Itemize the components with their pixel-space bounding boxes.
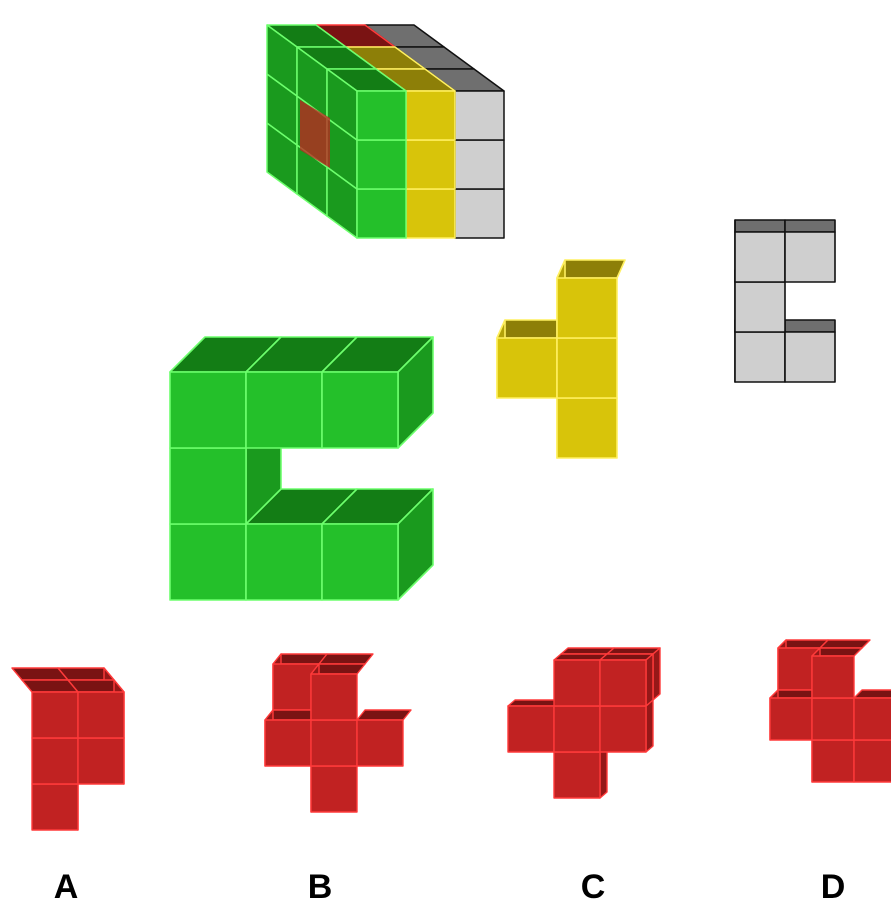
option-a-shape[interactable] xyxy=(12,668,124,830)
cube-front-face xyxy=(554,660,600,706)
cube-front-face xyxy=(455,91,504,140)
cube-top-face xyxy=(497,320,565,338)
assembled-cube xyxy=(267,25,504,238)
option-b-label[interactable]: B xyxy=(290,868,350,907)
cube-top-face xyxy=(785,320,835,332)
cube-front-face xyxy=(265,720,311,766)
cube-front-face xyxy=(508,706,554,752)
cube-side-face xyxy=(653,648,660,700)
cube-front-face xyxy=(455,140,504,189)
cube-front-face xyxy=(406,91,455,140)
cube-front-face xyxy=(357,140,406,189)
cube-front-face xyxy=(735,232,785,282)
cube-front-face xyxy=(406,140,455,189)
option-c-shape[interactable] xyxy=(508,648,660,798)
cube-top-face xyxy=(357,710,411,720)
cube-front-face xyxy=(406,189,455,238)
cube-front-face xyxy=(812,698,854,740)
cube-top-face xyxy=(785,220,835,232)
cube-top-face xyxy=(319,654,373,664)
cube-front-face xyxy=(497,338,557,398)
cube-front-face xyxy=(557,398,617,458)
cube-front-face xyxy=(311,766,357,812)
cube-front-face xyxy=(246,372,322,448)
cube-front-face xyxy=(735,282,785,332)
cube-front-face xyxy=(322,372,398,448)
cube-side-face xyxy=(600,746,607,798)
cube-front-face xyxy=(735,332,785,382)
cube-side-face xyxy=(646,654,653,706)
cube-front-face xyxy=(311,720,357,766)
yellow-piece xyxy=(497,260,625,458)
cube-top-face xyxy=(554,654,607,660)
cube-top-face xyxy=(561,648,614,654)
cube-top-face xyxy=(557,260,625,278)
cube-front-face xyxy=(785,232,835,282)
cube-front-face xyxy=(557,338,617,398)
cube-front-face xyxy=(170,524,246,600)
cube-front-face xyxy=(812,656,854,698)
cube-front-face xyxy=(32,784,78,830)
cube-front-face xyxy=(311,674,357,720)
cube-front-face xyxy=(554,706,600,752)
cube-front-face xyxy=(357,91,406,140)
cube-front-face xyxy=(246,524,322,600)
option-d-shape[interactable] xyxy=(770,640,891,782)
cube-top-face xyxy=(508,700,561,706)
option-d-label[interactable]: D xyxy=(803,868,863,907)
option-a-label[interactable]: A xyxy=(36,868,96,907)
cube-top-face xyxy=(607,648,660,654)
cube-top-face xyxy=(600,654,653,660)
cube-front-face xyxy=(854,740,891,782)
cube-top-face xyxy=(735,220,785,232)
option-b-shape[interactable] xyxy=(265,654,411,812)
cube-front-face xyxy=(557,278,617,338)
cube-front-face xyxy=(170,448,246,524)
cube-front-face xyxy=(812,740,854,782)
cube-front-face xyxy=(170,372,246,448)
cube-front-face xyxy=(322,524,398,600)
green-piece xyxy=(170,337,433,600)
cube-front-face xyxy=(554,752,600,798)
cube-front-face xyxy=(32,692,78,738)
cube-front-face xyxy=(785,332,835,382)
option-c-label[interactable]: C xyxy=(563,868,623,907)
cube-front-face xyxy=(600,706,646,752)
cube-front-face xyxy=(770,698,812,740)
cube-top-face xyxy=(854,690,891,698)
cube-front-face xyxy=(78,738,124,784)
cube-front-face xyxy=(455,189,504,238)
cube-front-face xyxy=(854,698,891,740)
cube-front-face xyxy=(600,660,646,706)
cube-front-face xyxy=(357,189,406,238)
cube-front-face xyxy=(357,720,403,766)
cube-top-face xyxy=(820,640,870,648)
grey-piece xyxy=(735,220,835,382)
cube-front-face xyxy=(32,738,78,784)
cube-front-face xyxy=(78,692,124,738)
cube-side-face xyxy=(646,700,653,752)
